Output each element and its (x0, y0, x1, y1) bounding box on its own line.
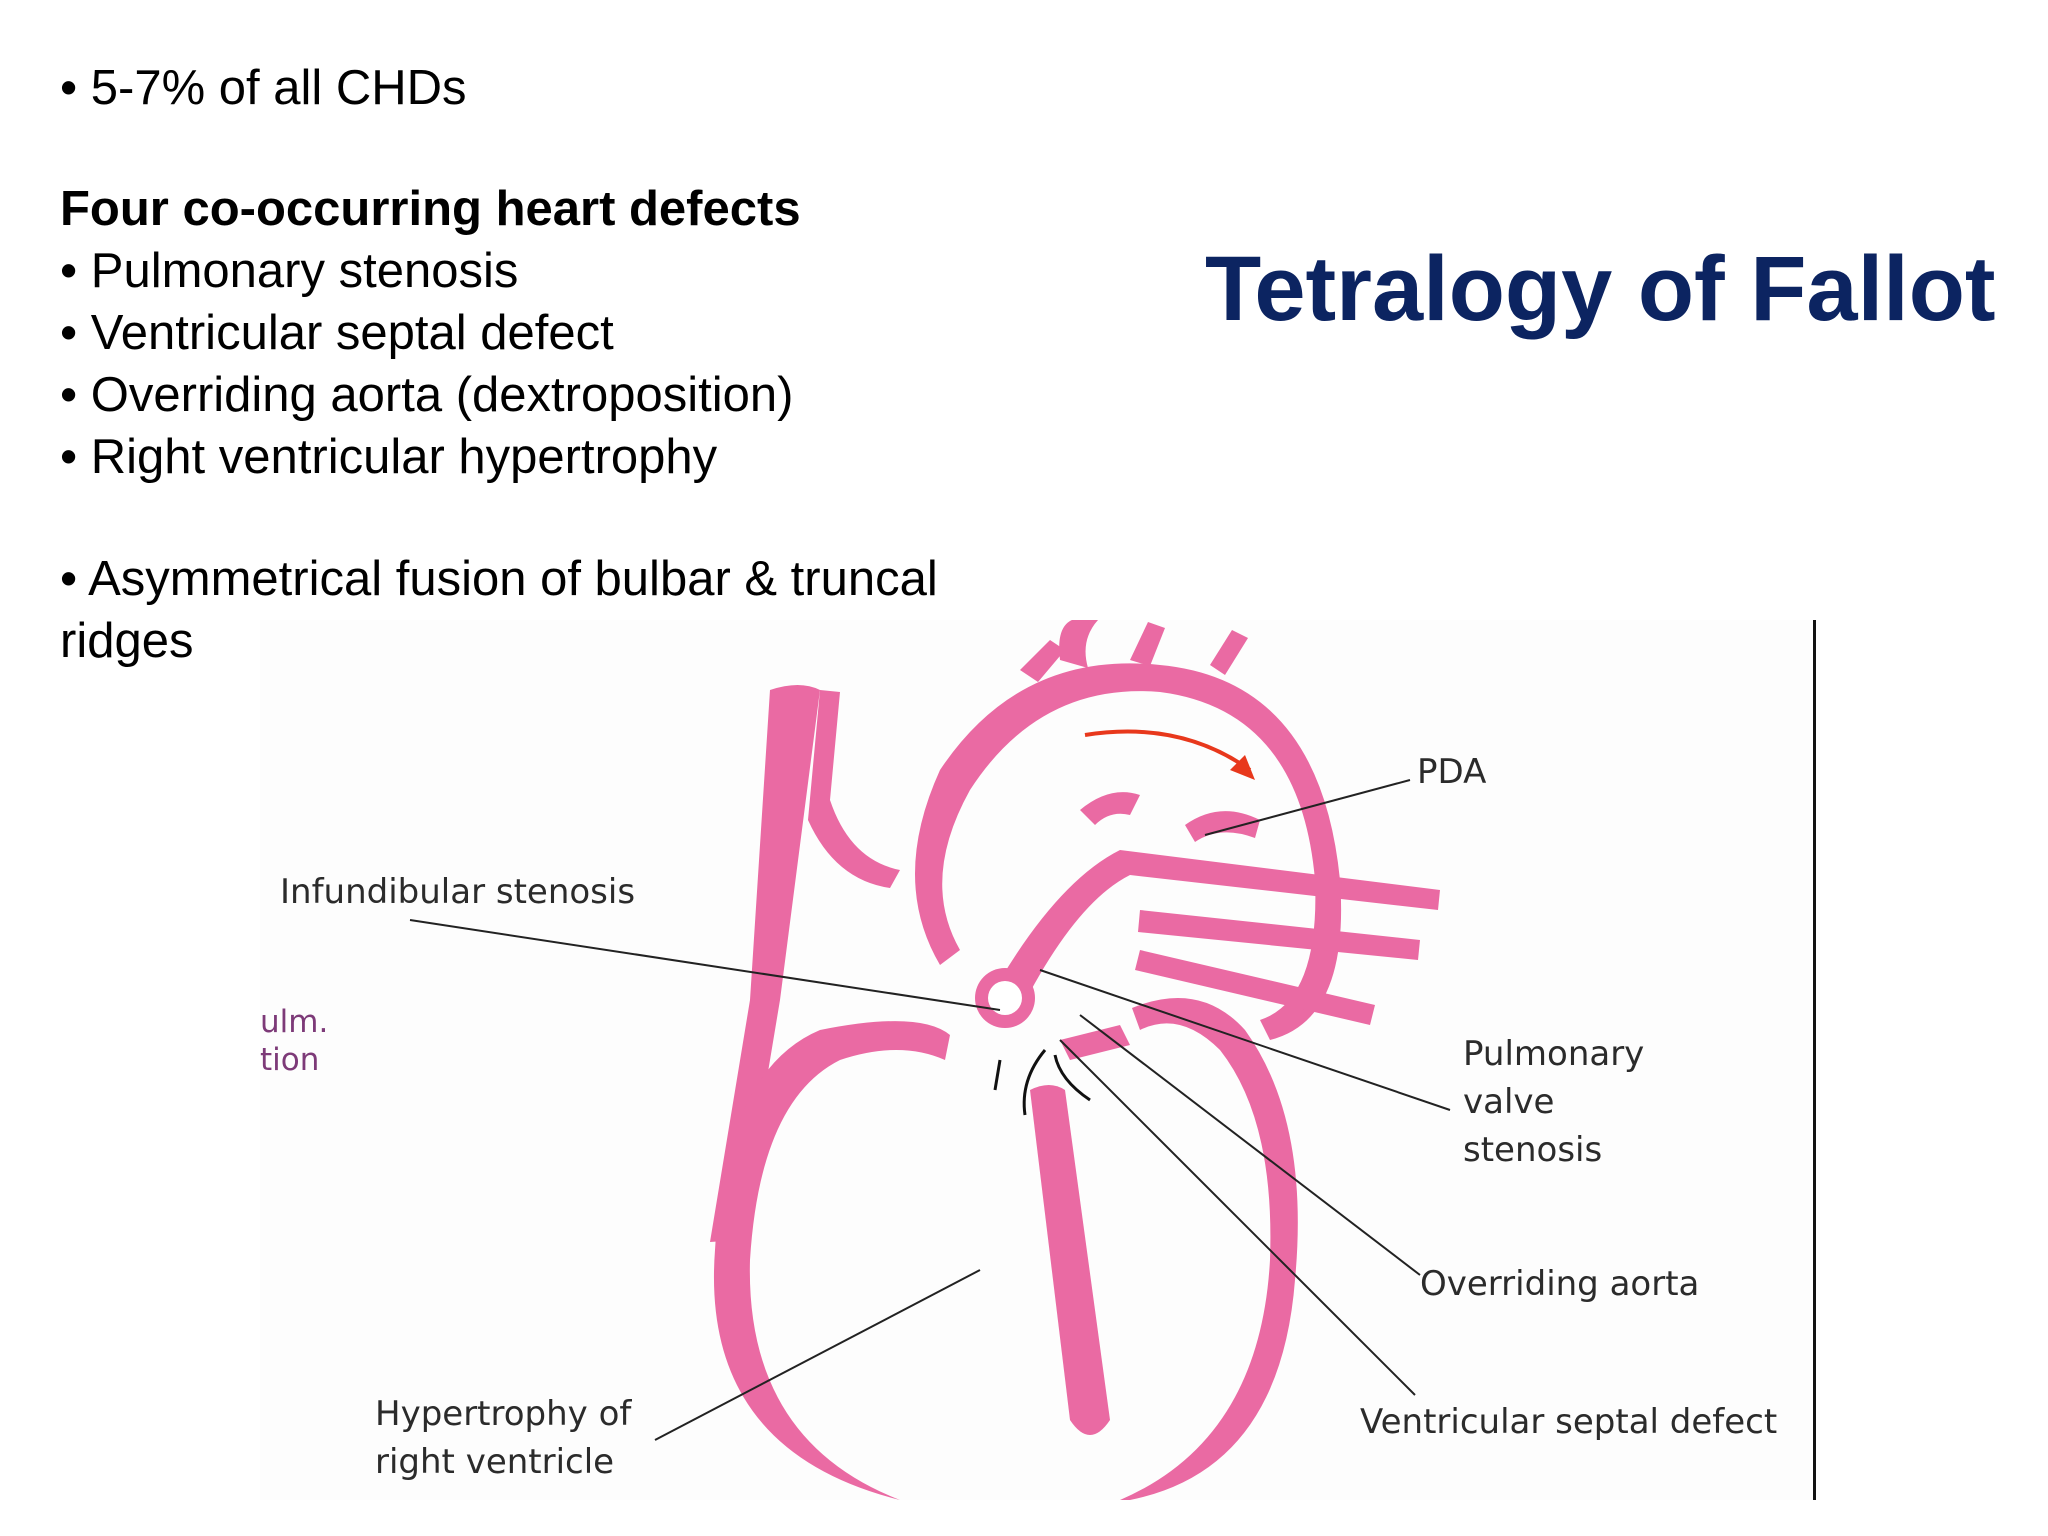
arch-branch (1020, 640, 1065, 682)
leader-pulmonary-valve (1039, 969, 1451, 1111)
defects-list: Four co-occurring heart defects • Pulmon… (60, 178, 801, 488)
label-cropped-left: ulm. (260, 1004, 329, 1040)
pulmonary-artery (1138, 910, 1420, 960)
defect-item: • Ventricular septal defect (60, 306, 614, 360)
fusion-bullet: • Asymmetrical fusion of bulbar & trunca… (60, 552, 938, 668)
leader-vsd (1059, 1039, 1416, 1396)
ductus-arteriosus (1185, 811, 1260, 842)
ventricular-septum (1030, 1085, 1110, 1435)
defect-item: • Overriding aorta (dextroposition) (60, 368, 794, 422)
label-cropped-left: tion (260, 1042, 320, 1078)
label-infundibular-stenosis: Infundibular stenosis (280, 872, 636, 912)
label-hypertrophy: right ventricle (375, 1442, 615, 1482)
label-pulmonary-valve: Pulmonary (1463, 1034, 1645, 1074)
slide-title: Tetralogy of Fallot (1205, 238, 1996, 340)
label-pulmonary-valve: stenosis (1463, 1130, 1603, 1170)
leader-infundibular (409, 919, 1001, 1011)
label-hypertrophy: Hypertrophy of (375, 1394, 632, 1434)
leader-pda (1204, 779, 1411, 836)
label-overriding-aorta: Overriding aorta (1420, 1264, 1700, 1304)
label-pda: PDA (1417, 752, 1487, 792)
arch-branch (1130, 622, 1165, 666)
defects-heading: Four co-occurring heart defects (60, 182, 801, 236)
leader-hypertrophy (654, 1269, 981, 1441)
heart-diagram: Infundibular stenosis ulm. tion PDA Pulm… (260, 620, 1820, 1500)
overriding-aorta-root (1060, 1025, 1130, 1060)
vena-cava (710, 685, 820, 1242)
defect-item: • Pulmonary stenosis (60, 244, 519, 298)
arch-branch (1210, 630, 1248, 675)
right-atrium-wall (808, 690, 900, 888)
pulmonary-trunk (1000, 850, 1440, 992)
defect-item: • Right ventricular hypertrophy (60, 430, 718, 484)
leader-overriding-aorta (1079, 1014, 1421, 1276)
label-pulmonary-valve: valve (1463, 1082, 1555, 1122)
flow-arrowhead (1230, 755, 1255, 780)
ventricle-wall (713, 997, 1298, 1500)
shunt-arrow (993, 1059, 1002, 1091)
pulmonary-artery (1135, 950, 1375, 1025)
pulmonary-valve-opening (988, 981, 1022, 1015)
vertical-divider (1813, 620, 1816, 1500)
arch-branch (1059, 620, 1098, 668)
shunt-arrow (1022, 1049, 1047, 1116)
ductus-arteriosus (1080, 792, 1140, 825)
label-ventricular-septal-defect: Ventricular septal defect (1360, 1402, 1778, 1442)
flow-arrow (1084, 729, 1252, 772)
heart-illustration (409, 620, 1451, 1500)
stat-bullet: • 5-7% of all CHDs (60, 61, 467, 115)
shunt-arrow (1053, 1054, 1091, 1102)
